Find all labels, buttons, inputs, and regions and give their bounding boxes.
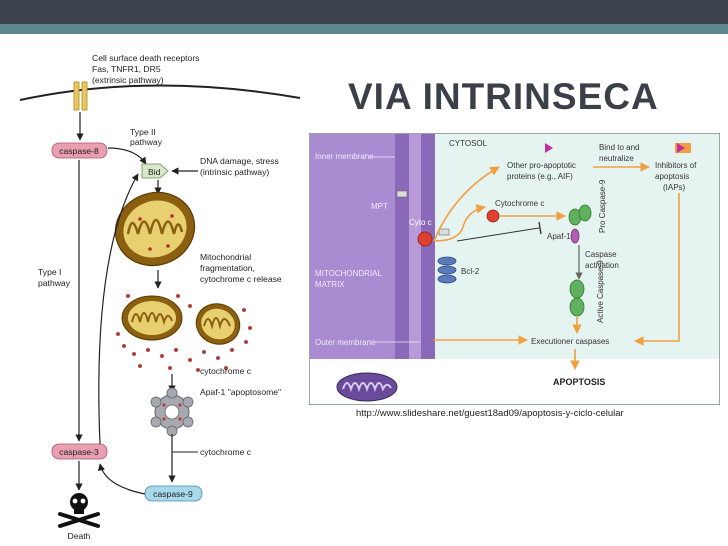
iap-label-3: (IAPs) xyxy=(663,183,686,192)
mito-label-3: cytochrome c release xyxy=(200,274,282,284)
cytochrome-c-label: Cytochrome c xyxy=(495,199,544,208)
outer-membrane-label: Outer membrane xyxy=(315,338,376,347)
top-accent-stripe xyxy=(0,24,728,34)
iap-label-2: apoptosis xyxy=(655,172,689,181)
cytosol-label: CYTOSOL xyxy=(449,139,488,148)
caspase-9-label: caspase-9 xyxy=(153,489,193,499)
mitochondria-fragmented xyxy=(121,295,241,345)
executioner-caspases-label: Executioner caspases xyxy=(531,337,609,346)
cytochrome-c-label-2: cytochrome c xyxy=(200,447,252,457)
cyto-c-dot xyxy=(417,231,433,247)
active-caspase9 xyxy=(569,279,585,317)
mito-label-1: Mitochondrial xyxy=(200,252,251,262)
matrix-label-2: MATRIX xyxy=(315,280,345,289)
apaf1-procaspase9-complex xyxy=(568,204,592,244)
apaf1-apoptosome-label: Apaf-1 "apoptosome" xyxy=(200,387,281,397)
top-bar xyxy=(0,0,728,24)
inner-membrane xyxy=(395,134,409,360)
receptor-label-3: (extrinsic pathway) xyxy=(92,75,164,85)
mitochondrion-icon xyxy=(336,372,398,402)
caspase-3-label: caspase-3 xyxy=(59,447,99,457)
type1-label-2: pathway xyxy=(38,278,71,288)
caspase-activation-label-1: Caspase xyxy=(585,250,617,259)
inner-membrane-label: Inner membrane xyxy=(315,152,374,161)
other-proapoptotic-label-1: Other pro-apoptotic xyxy=(507,161,576,170)
iap-label-1: Inhibitors of xyxy=(655,161,697,170)
bind-neutralize-label-1: Bind to and xyxy=(599,143,639,152)
matrix-label-1: MITOCHONDRIAL xyxy=(315,269,383,278)
mito-label-2: fragmentation, xyxy=(200,263,255,273)
mpt-label: MPT xyxy=(371,202,388,211)
bcl2-label: Bcl-2 xyxy=(461,267,480,276)
apoptosome xyxy=(150,387,194,437)
cytochrome-c-label-1: cytochrome c xyxy=(200,366,252,376)
pro-caspase9-label: Pro Caspase-9 xyxy=(598,179,607,233)
death-skull-icon xyxy=(58,493,100,528)
outer-membrane xyxy=(421,134,435,360)
apoptosis-label: APOPTOSIS xyxy=(553,377,605,387)
bid-label: Bid xyxy=(148,167,161,177)
active-caspase9-label: Active Caspase-9 xyxy=(596,260,605,323)
caspase-8-label: caspase-8 xyxy=(59,146,99,156)
type1-label-1: Type I xyxy=(38,267,61,277)
death-label: Death xyxy=(68,531,91,541)
bind-neutralize-label-2: neutralize xyxy=(599,154,634,163)
receptor-label-2: Fas, TNFR1, DR5 xyxy=(92,64,161,74)
cyto-c-label: Cyto c xyxy=(409,218,432,227)
bcl2-shape xyxy=(437,256,457,284)
source-url[interactable]: http://www.slideshare.net/guest18ad09/ap… xyxy=(356,408,624,419)
cytochrome-c-dots xyxy=(116,294,252,372)
mitochondrion-intact xyxy=(114,191,196,267)
type2-label-1: Type II xyxy=(130,127,156,137)
cytochrome-c-dot xyxy=(486,209,500,223)
iap-marker-icon xyxy=(675,143,691,153)
slide-title: VIA INTRINSECA xyxy=(348,76,659,117)
death-receptor xyxy=(73,81,80,111)
intrinsic-pathway-diagram: Inner membrane MPT MITOCHONDRIAL MATRIX … xyxy=(309,133,720,405)
caspase-8-box xyxy=(51,142,108,159)
apaf1-label: Apaf-1 xyxy=(547,232,571,241)
type2-label-2: pathway xyxy=(130,137,163,147)
receptor-label-1: Cell surface death receptors xyxy=(92,53,199,63)
aif-marker-icon xyxy=(545,143,553,153)
caspase-activation-label-2: activation xyxy=(585,261,619,270)
caspase-3-box xyxy=(51,443,108,460)
cell-membrane xyxy=(19,84,301,101)
dna-damage-label-1: DNA damage, stress xyxy=(200,156,279,166)
extrinsic-intrinsic-pathway-diagram: Cell surface death receptors Fas, TNFR1,… xyxy=(19,53,301,541)
dna-damage-label-2: (intrinsic pathway) xyxy=(200,167,269,177)
bid-shape xyxy=(141,163,169,179)
other-proapoptotic-label-2: proteins (e.g., AIF) xyxy=(507,172,573,181)
